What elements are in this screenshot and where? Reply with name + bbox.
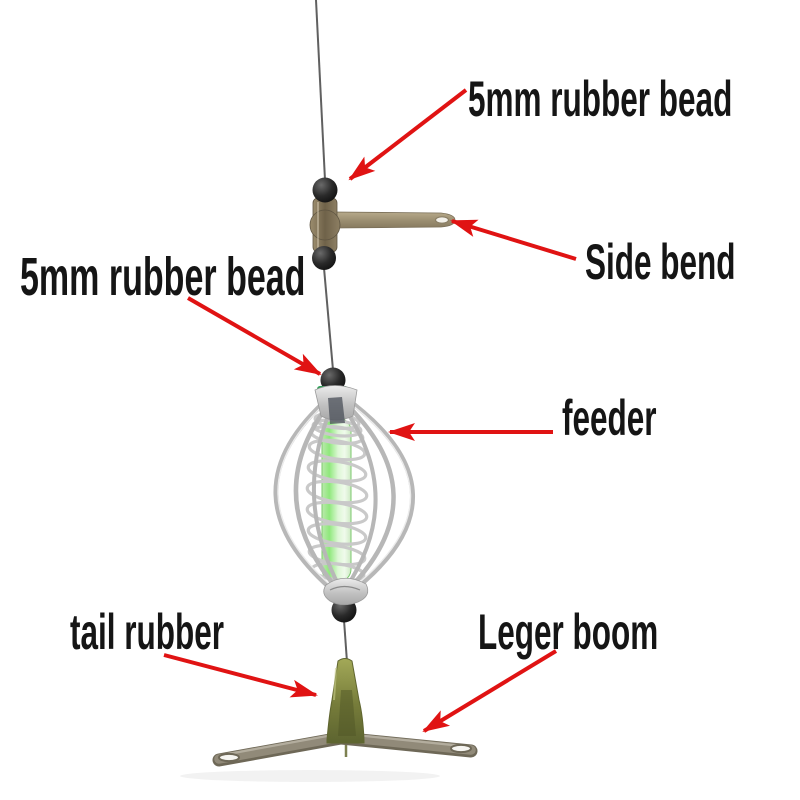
label-5mm-rubber-bead-middle: 5mm rubber bead bbox=[20, 247, 306, 307]
side-bend bbox=[309, 197, 456, 253]
arrow-to-leger-boom bbox=[422, 649, 558, 733]
feeder-cage bbox=[273, 394, 415, 596]
boom-eyelet-left bbox=[218, 752, 240, 763]
boom-eyelet-right bbox=[450, 743, 472, 754]
arrow-to-bead-middle bbox=[187, 296, 322, 376]
pointer-arrows bbox=[163, 88, 577, 733]
leger-boom bbox=[180, 731, 478, 782]
arrow-to-tail-rubber bbox=[163, 653, 318, 698]
side-bend-eyelet bbox=[434, 216, 450, 224]
label-leger-boom: Leger boom bbox=[478, 604, 659, 660]
label-tail-rubber: tail rubber bbox=[70, 604, 225, 660]
label-feeder: feeder bbox=[562, 390, 657, 446]
feeder bbox=[273, 385, 415, 606]
rubber-bead-1 bbox=[312, 177, 338, 203]
rubber-bead-2 bbox=[312, 246, 336, 270]
label-5mm-rubber-bead-top: 5mm rubber bead bbox=[468, 71, 733, 127]
label-side-bend: Side bend bbox=[585, 234, 736, 290]
arrow-to-side-bend bbox=[450, 219, 577, 261]
arrow-to-bead-top bbox=[348, 88, 468, 181]
feeder-bottom-cap bbox=[323, 577, 369, 606]
tail-rubber bbox=[326, 658, 365, 744]
